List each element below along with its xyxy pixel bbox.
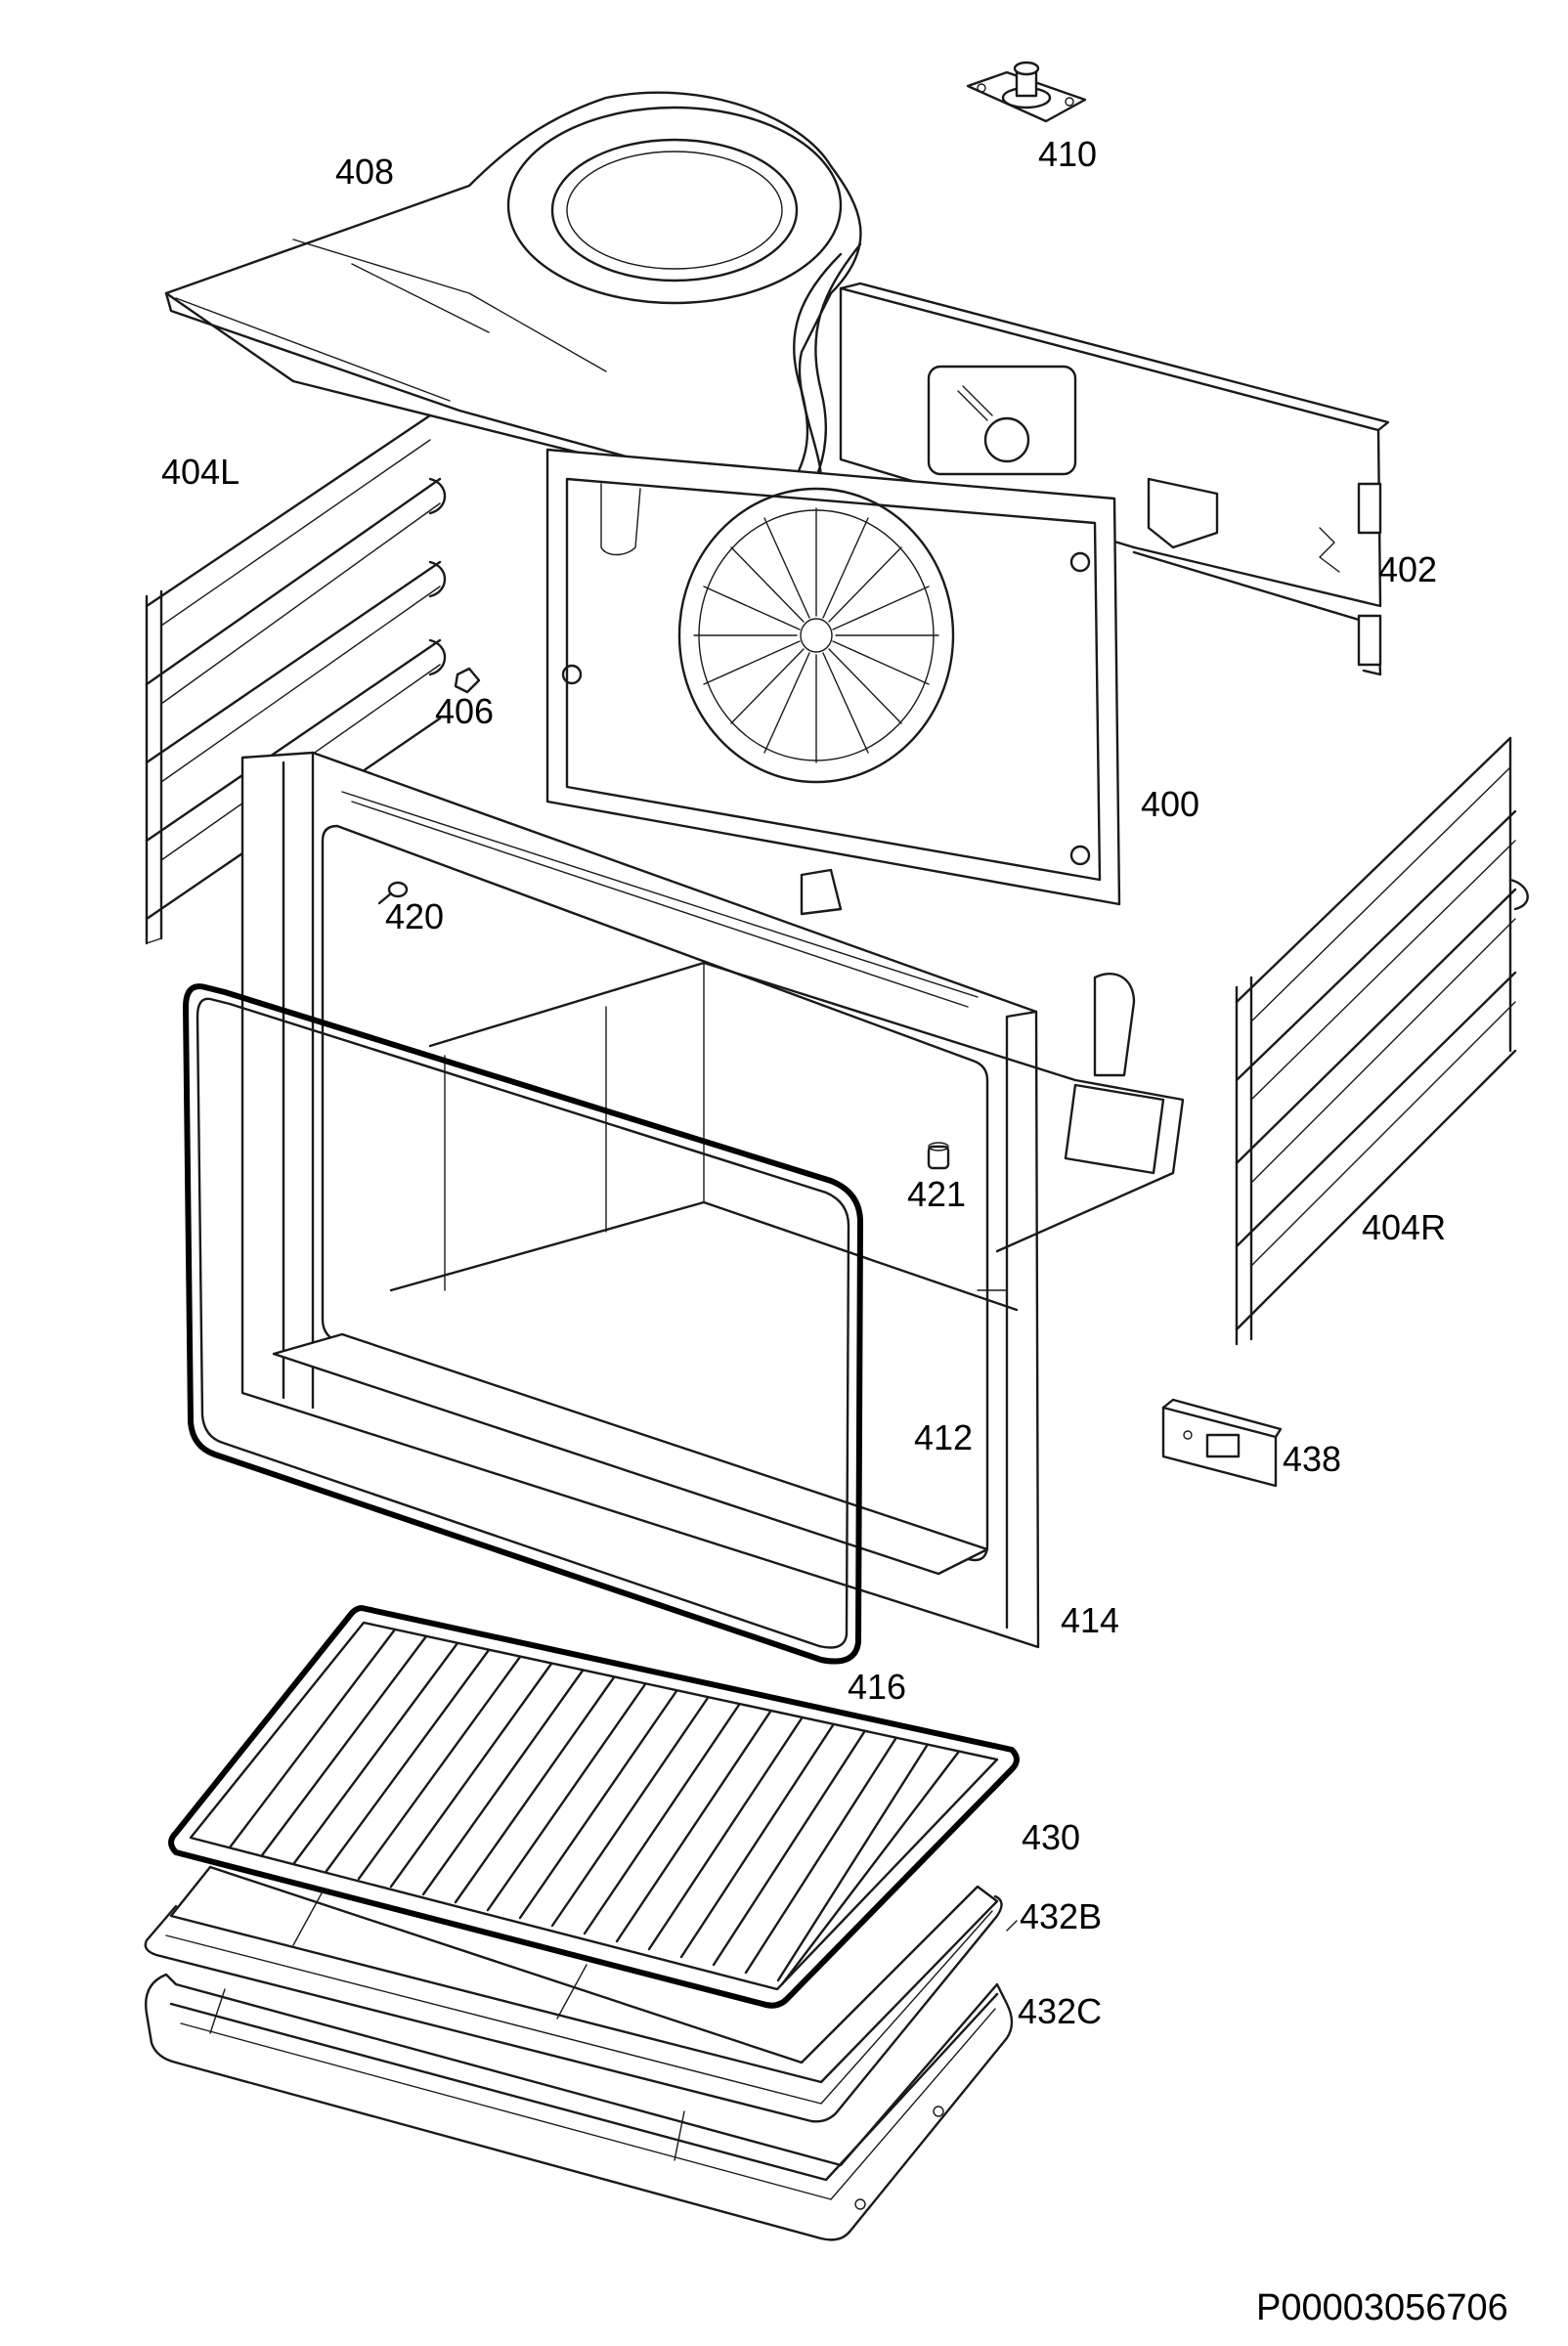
part-406-clip: [454, 667, 481, 694]
part-label-416: 416: [848, 1667, 907, 1707]
part-label-430: 430: [1022, 1817, 1081, 1857]
part-label-432B: 432B: [1020, 1896, 1103, 1936]
leader-lines: [977, 1289, 1018, 1932]
part-label-420: 420: [385, 896, 445, 936]
part-label-412: 412: [914, 1417, 974, 1457]
part-label-438: 438: [1283, 1439, 1342, 1479]
part-416-door-gasket: [183, 983, 863, 1665]
part-label-421: 421: [907, 1174, 967, 1214]
part-414-cavity-frame: [240, 751, 1185, 1649]
part-404R-right-runner: [1235, 736, 1529, 1346]
part-label-406: 406: [435, 691, 495, 731]
part-label-402: 402: [1378, 549, 1438, 589]
part-label-404L: 404L: [161, 452, 240, 492]
part-421-bush: [927, 1142, 950, 1170]
document-code: P00003056706: [1256, 2287, 1508, 2328]
part-408-fan-cover: [164, 91, 862, 510]
part-label-404R: 404R: [1362, 1207, 1447, 1247]
part-402-rear-panel: [839, 282, 1390, 676]
part-410-motor-mount: [966, 61, 1087, 123]
part-432B-tray: [144, 1865, 1003, 2123]
part-label-400: 400: [1141, 784, 1200, 824]
part-label-414: 414: [1061, 1600, 1120, 1640]
part-400-back-wall-with-fan: [545, 448, 1121, 906]
part-438-bracket: [1161, 1398, 1283, 1488]
part-label-408: 408: [335, 152, 395, 192]
part-label-410: 410: [1038, 134, 1098, 174]
part-430-wire-shelf: [168, 1605, 1020, 2009]
part-432C-deep-tray: [145, 1973, 1014, 2241]
part-420-screw: [377, 881, 409, 905]
part-label-432C: 432C: [1018, 1991, 1103, 2031]
